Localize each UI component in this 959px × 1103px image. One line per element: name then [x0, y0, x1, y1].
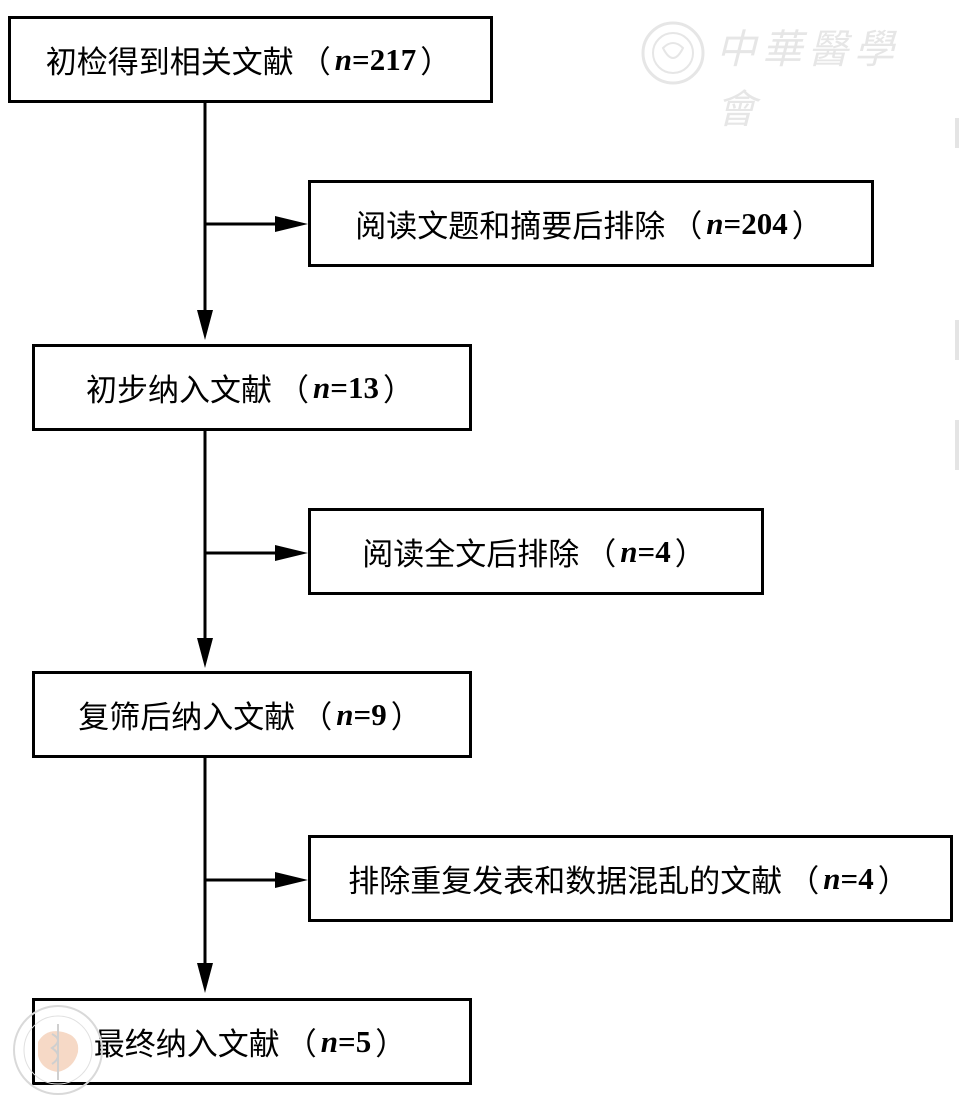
count-value: =13 — [330, 369, 379, 405]
close-paren: ） — [877, 864, 909, 900]
arrow-right-1 — [275, 216, 308, 232]
edge-mark — [955, 420, 959, 470]
box-final-inclusion: 最终纳入文献 （ n =5 ） — [32, 998, 472, 1085]
count-value: =4 — [637, 533, 671, 569]
open-paren: （ — [788, 864, 820, 900]
open-paren: （ — [671, 209, 703, 245]
count-value: =204 — [723, 205, 788, 241]
n-symbol: n — [320, 1023, 339, 1059]
box-initial-search: 初检得到相关文献 （ n =217 ） — [8, 16, 493, 103]
close-paren: ） — [674, 537, 706, 573]
close-paren: ） — [375, 1027, 407, 1063]
box-label: 阅读全文后排除 — [362, 537, 580, 573]
open-paren: （ — [299, 45, 331, 81]
close-paren: ） — [420, 45, 452, 81]
box-label: 排除重复发表和数据混乱的文献 — [348, 864, 783, 900]
arrow-right-2 — [275, 545, 308, 561]
arrow-right-3 — [275, 872, 308, 888]
close-paren: ） — [791, 209, 823, 245]
n-symbol: n — [334, 41, 353, 77]
box-label: 阅读文题和摘要后排除 — [355, 209, 666, 245]
box-label: 初步纳入文献 — [86, 373, 273, 409]
box-rescreen-inclusion: 复筛后纳入文献 （ n =9 ） — [32, 671, 472, 758]
arrow-down-3 — [197, 963, 213, 993]
open-paren: （ — [301, 700, 333, 736]
arrow-down-1 — [197, 310, 213, 340]
box-label: 初检得到相关文献 — [45, 45, 294, 81]
edge-mark — [955, 118, 959, 148]
arrow-down-2 — [197, 638, 213, 668]
n-symbol: n — [336, 696, 354, 732]
count-value: =9 — [353, 696, 387, 732]
count-value: =5 — [338, 1023, 372, 1059]
box-exclude-duplicate: 排除重复发表和数据混乱的文献 （ n =4 ） — [308, 835, 953, 922]
open-paren: （ — [585, 537, 617, 573]
association-seal-icon — [13, 1005, 103, 1095]
open-paren: （ — [278, 373, 310, 409]
count-value: =217 — [352, 41, 417, 77]
watermark-text: 中華醫學會 — [716, 27, 900, 133]
edge-mark — [955, 320, 959, 360]
n-symbol: n — [706, 205, 724, 241]
n-symbol: n — [620, 533, 638, 569]
count-value: =4 — [840, 860, 874, 896]
box-label: 最终纳入文献 — [93, 1027, 280, 1063]
n-symbol: n — [313, 369, 331, 405]
box-initial-inclusion: 初步纳入文献 （ n =13 ） — [32, 344, 472, 431]
box-label: 复筛后纳入文献 — [78, 700, 296, 736]
box-exclude-full-text: 阅读全文后排除 （ n =4 ） — [308, 508, 764, 595]
close-paren: ） — [382, 373, 414, 409]
box-exclude-title-abstract: 阅读文题和摘要后排除 （ n =204 ） — [308, 180, 874, 267]
n-symbol: n — [823, 860, 841, 896]
open-paren: （ — [285, 1027, 317, 1063]
close-paren: ） — [390, 700, 422, 736]
watermark-seal-icon — [641, 21, 705, 85]
